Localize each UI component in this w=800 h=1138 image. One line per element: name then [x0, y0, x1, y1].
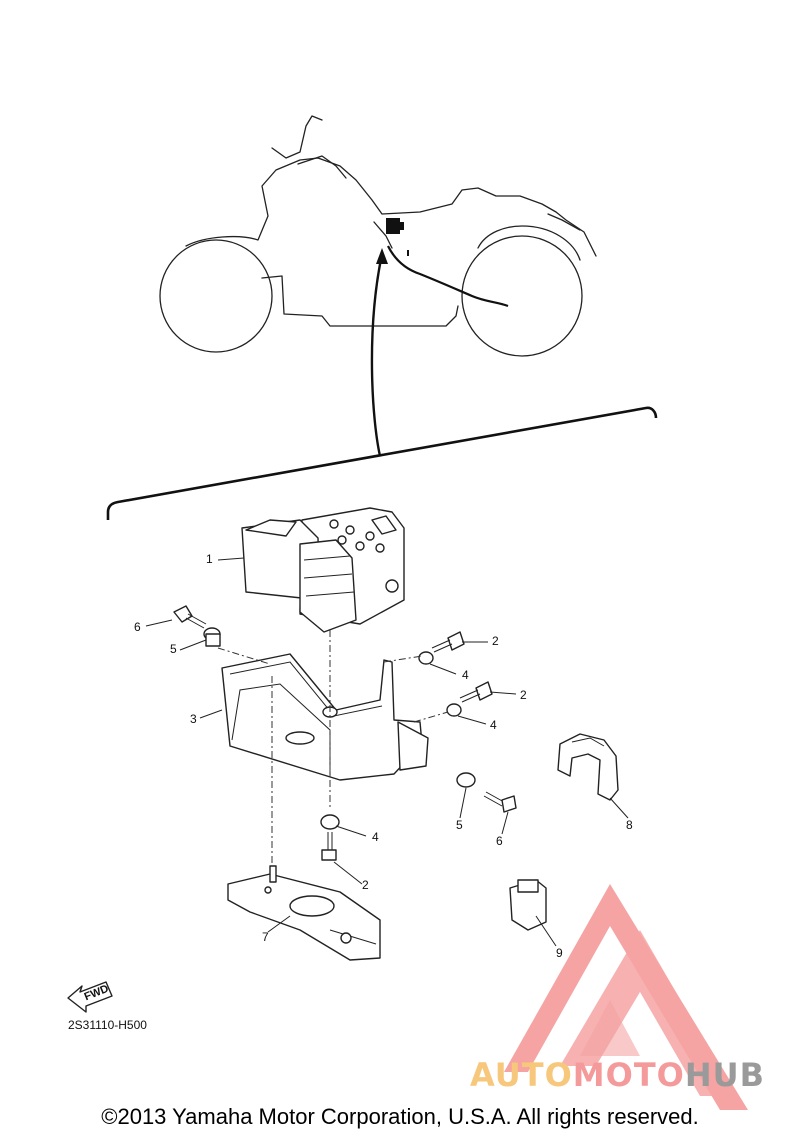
callout-2: 2	[492, 634, 499, 648]
headlight-area	[297, 155, 347, 179]
watermark-auto: AUTO	[470, 1056, 573, 1094]
callout-2: 2	[520, 688, 527, 702]
watermark-logo-icon	[504, 884, 748, 1110]
watermark-text: AUTOMOTOHUB	[470, 1056, 765, 1094]
abs-location-marker	[386, 218, 400, 234]
abs-bracket	[221, 653, 429, 781]
diagram-code: 2S31110-H500	[68, 1018, 147, 1032]
callout-5: 5	[456, 818, 463, 832]
watermark-moto: MOTO	[572, 1056, 685, 1094]
abs-hydraulic-unit	[241, 507, 405, 633]
callout-7: 7	[262, 930, 269, 944]
callout-4: 4	[462, 668, 469, 682]
motorcycle-outline	[159, 115, 597, 357]
brake-line	[387, 245, 509, 308]
assembly-lines	[217, 630, 449, 866]
callout-3: 3	[190, 712, 197, 726]
callout-9: 9	[556, 946, 563, 960]
fwd-arrow-icon	[67, 981, 113, 1013]
tail-detail	[547, 213, 581, 231]
handlebar	[271, 115, 323, 159]
front-wheel	[159, 239, 273, 353]
callout-4: 4	[490, 718, 497, 732]
copyright-text: ©2013 Yamaha Motor Corporation, U.S.A. A…	[101, 1104, 699, 1129]
callout-8: 8	[626, 818, 633, 832]
rear-wheel	[461, 235, 583, 357]
callout-6: 6	[496, 834, 503, 848]
clamp	[557, 733, 619, 801]
callout-6: 6	[134, 620, 141, 634]
callout-5: 5	[170, 642, 177, 656]
arrow-head	[376, 248, 388, 264]
fasteners	[173, 605, 517, 883]
watermark-hub: HUB	[684, 1056, 766, 1094]
callout-2: 2	[362, 878, 369, 892]
lower-bracket	[227, 873, 381, 961]
detail-bracket	[106, 406, 658, 520]
rear-fender	[477, 225, 581, 261]
callout-4: 4	[372, 830, 379, 844]
callout-1: 1	[206, 552, 213, 566]
leader-lines	[145, 557, 629, 947]
body-top-line	[185, 157, 597, 257]
lower-frame	[261, 275, 459, 327]
pointer-arrow	[370, 253, 384, 457]
